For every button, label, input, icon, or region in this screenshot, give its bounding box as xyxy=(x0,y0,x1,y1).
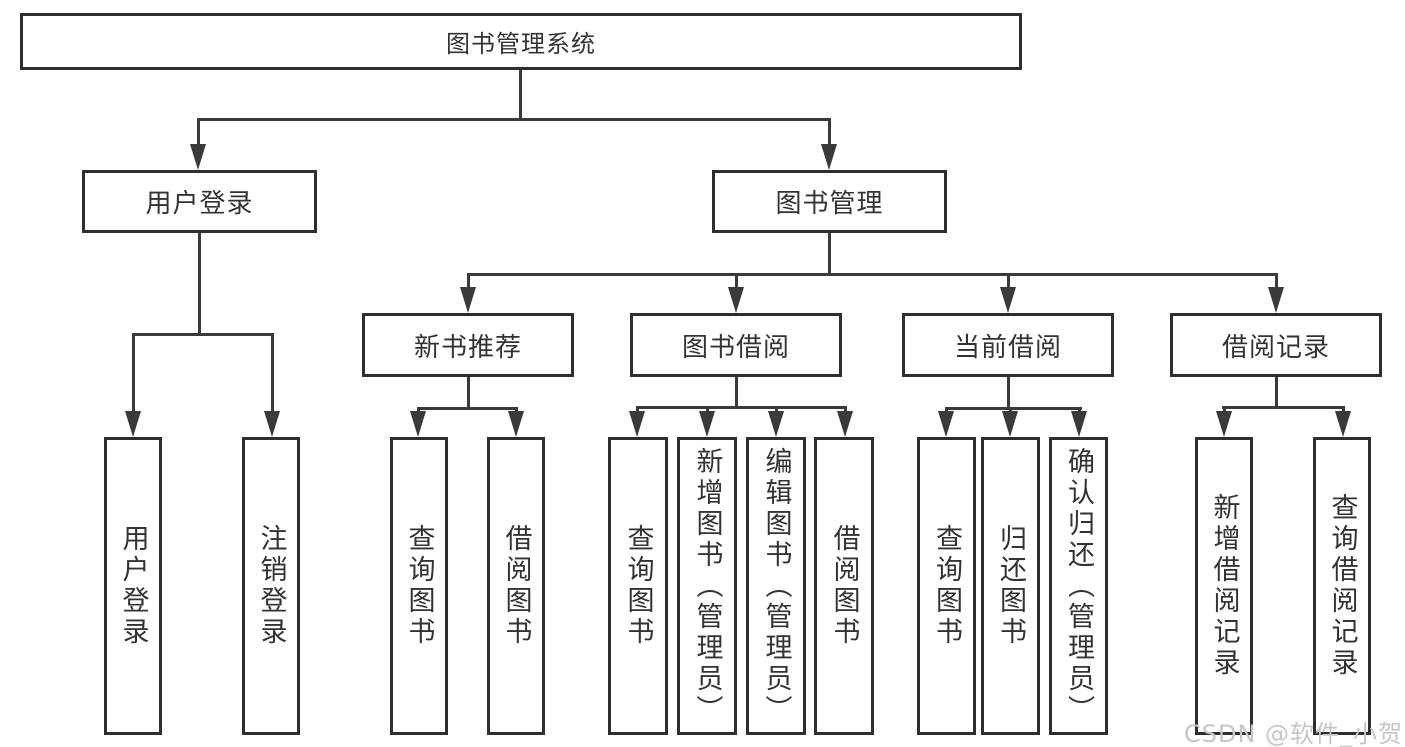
leaf-query-books-recommend: 查询图书 xyxy=(390,437,448,735)
leaf-label: 新增借阅记录 xyxy=(1208,493,1240,679)
arrow-to-query-books-borrowing xyxy=(629,409,645,437)
leaf-logout: 注销登录 xyxy=(242,437,300,735)
node-borrow-records: 借阅记录 xyxy=(1170,313,1382,377)
leaf-label: 新增图书（管理员） xyxy=(691,446,723,726)
arrow-to-borrow-books xyxy=(837,409,853,437)
arrow-to-query-books-recommend xyxy=(410,410,426,437)
node-label: 图书管理 xyxy=(775,189,884,219)
leaf-label: 查询图书 xyxy=(622,524,654,648)
connector-user-login-stem xyxy=(198,233,201,333)
leaf-edit-books-admin: 编辑图书（管理员） xyxy=(746,437,806,735)
leaf-add-borrow-record: 新增借阅记录 xyxy=(1195,437,1253,735)
arrow-to-borrow-books-recommend xyxy=(508,410,524,437)
arrow-to-leaf-logout xyxy=(264,336,280,437)
node-user-login: 用户登录 xyxy=(82,170,317,233)
connector-borrowing-bar xyxy=(636,406,847,409)
leaf-borrow-books-recommend: 借阅图书 xyxy=(487,437,545,735)
connector-records-bar xyxy=(1222,406,1345,409)
node-label: 图书借阅 xyxy=(681,332,790,363)
leaf-query-books-borrowing: 查询图书 xyxy=(608,437,668,735)
connector-root-bar xyxy=(197,118,831,121)
leaf-query-borrow-record: 查询借阅记录 xyxy=(1313,437,1371,735)
leaf-label: 查询图书 xyxy=(931,524,962,648)
arrow-to-confirm-return-admin xyxy=(1071,410,1087,437)
leaf-confirm-return-admin: 确认归还（管理员） xyxy=(1049,437,1108,735)
leaf-label: 编辑图书（管理员） xyxy=(760,446,792,726)
arrow-to-add-borrow-record xyxy=(1216,409,1232,437)
leaf-label: 借阅图书 xyxy=(500,524,532,648)
arrow-to-leaf-user-login xyxy=(125,336,141,437)
connector-book-mgmt-bar xyxy=(467,273,1278,276)
leaf-add-books-admin: 新增图书（管理员） xyxy=(677,437,737,735)
connector-records-stem xyxy=(1275,377,1278,406)
node-current-borrowing: 当前借阅 xyxy=(902,313,1114,377)
leaf-query-books-current: 查询图书 xyxy=(917,437,976,735)
arrow-to-query-books-current xyxy=(938,410,954,437)
connector-book-mgmt-stem xyxy=(828,233,831,273)
node-label: 借阅记录 xyxy=(1221,332,1330,363)
node-label: 当前借阅 xyxy=(953,332,1062,363)
csdn-watermark: CSDN @软件_小贺同学 xyxy=(1184,720,1405,747)
node-label: 新书推荐 xyxy=(413,332,522,363)
node-book-borrowing: 图书借阅 xyxy=(630,313,842,377)
leaf-label: 归还图书 xyxy=(995,524,1026,648)
connector-recommend-bar xyxy=(417,407,518,410)
leaf-label: 确认归还（管理员） xyxy=(1063,446,1094,726)
arrow-to-user-login xyxy=(190,121,206,170)
connector-current-stem xyxy=(1007,377,1010,407)
leaf-label: 查询图书 xyxy=(403,524,435,648)
arrow-to-book-management xyxy=(821,121,837,170)
node-label: 用户登录 xyxy=(145,189,254,219)
connector-user-login-bar xyxy=(132,333,274,336)
connector-current-bar xyxy=(945,407,1082,410)
leaf-label: 查询借阅记录 xyxy=(1326,493,1358,679)
connector-recommend-stem xyxy=(467,377,470,407)
arrow-to-book-borrowing xyxy=(728,276,744,313)
arrow-to-new-book-recommend xyxy=(460,276,476,313)
arrow-to-query-borrow-record xyxy=(1335,409,1351,437)
leaf-borrow-books: 借阅图书 xyxy=(814,437,874,735)
leaf-return-books: 归还图书 xyxy=(981,437,1040,735)
node-label: 图书管理系统 xyxy=(446,30,596,58)
leaf-label: 借阅图书 xyxy=(828,524,860,648)
node-library-system: 图书管理系统 xyxy=(20,13,1022,70)
arrow-to-current-borrowing xyxy=(1000,276,1016,313)
node-new-book-recommend: 新书推荐 xyxy=(362,313,574,377)
arrow-to-return-books xyxy=(1002,410,1018,437)
arrow-to-add-books-admin xyxy=(699,409,715,437)
connector-root-stem xyxy=(519,70,522,118)
arrow-to-borrow-records xyxy=(1268,276,1284,313)
leaf-user-login: 用户登录 xyxy=(104,437,162,735)
leaf-label: 用户登录 xyxy=(117,524,149,648)
node-book-management: 图书管理 xyxy=(712,170,947,233)
leaf-label: 注销登录 xyxy=(255,524,287,648)
connector-borrowing-stem xyxy=(735,377,738,406)
arrow-to-edit-books-admin xyxy=(768,409,784,437)
